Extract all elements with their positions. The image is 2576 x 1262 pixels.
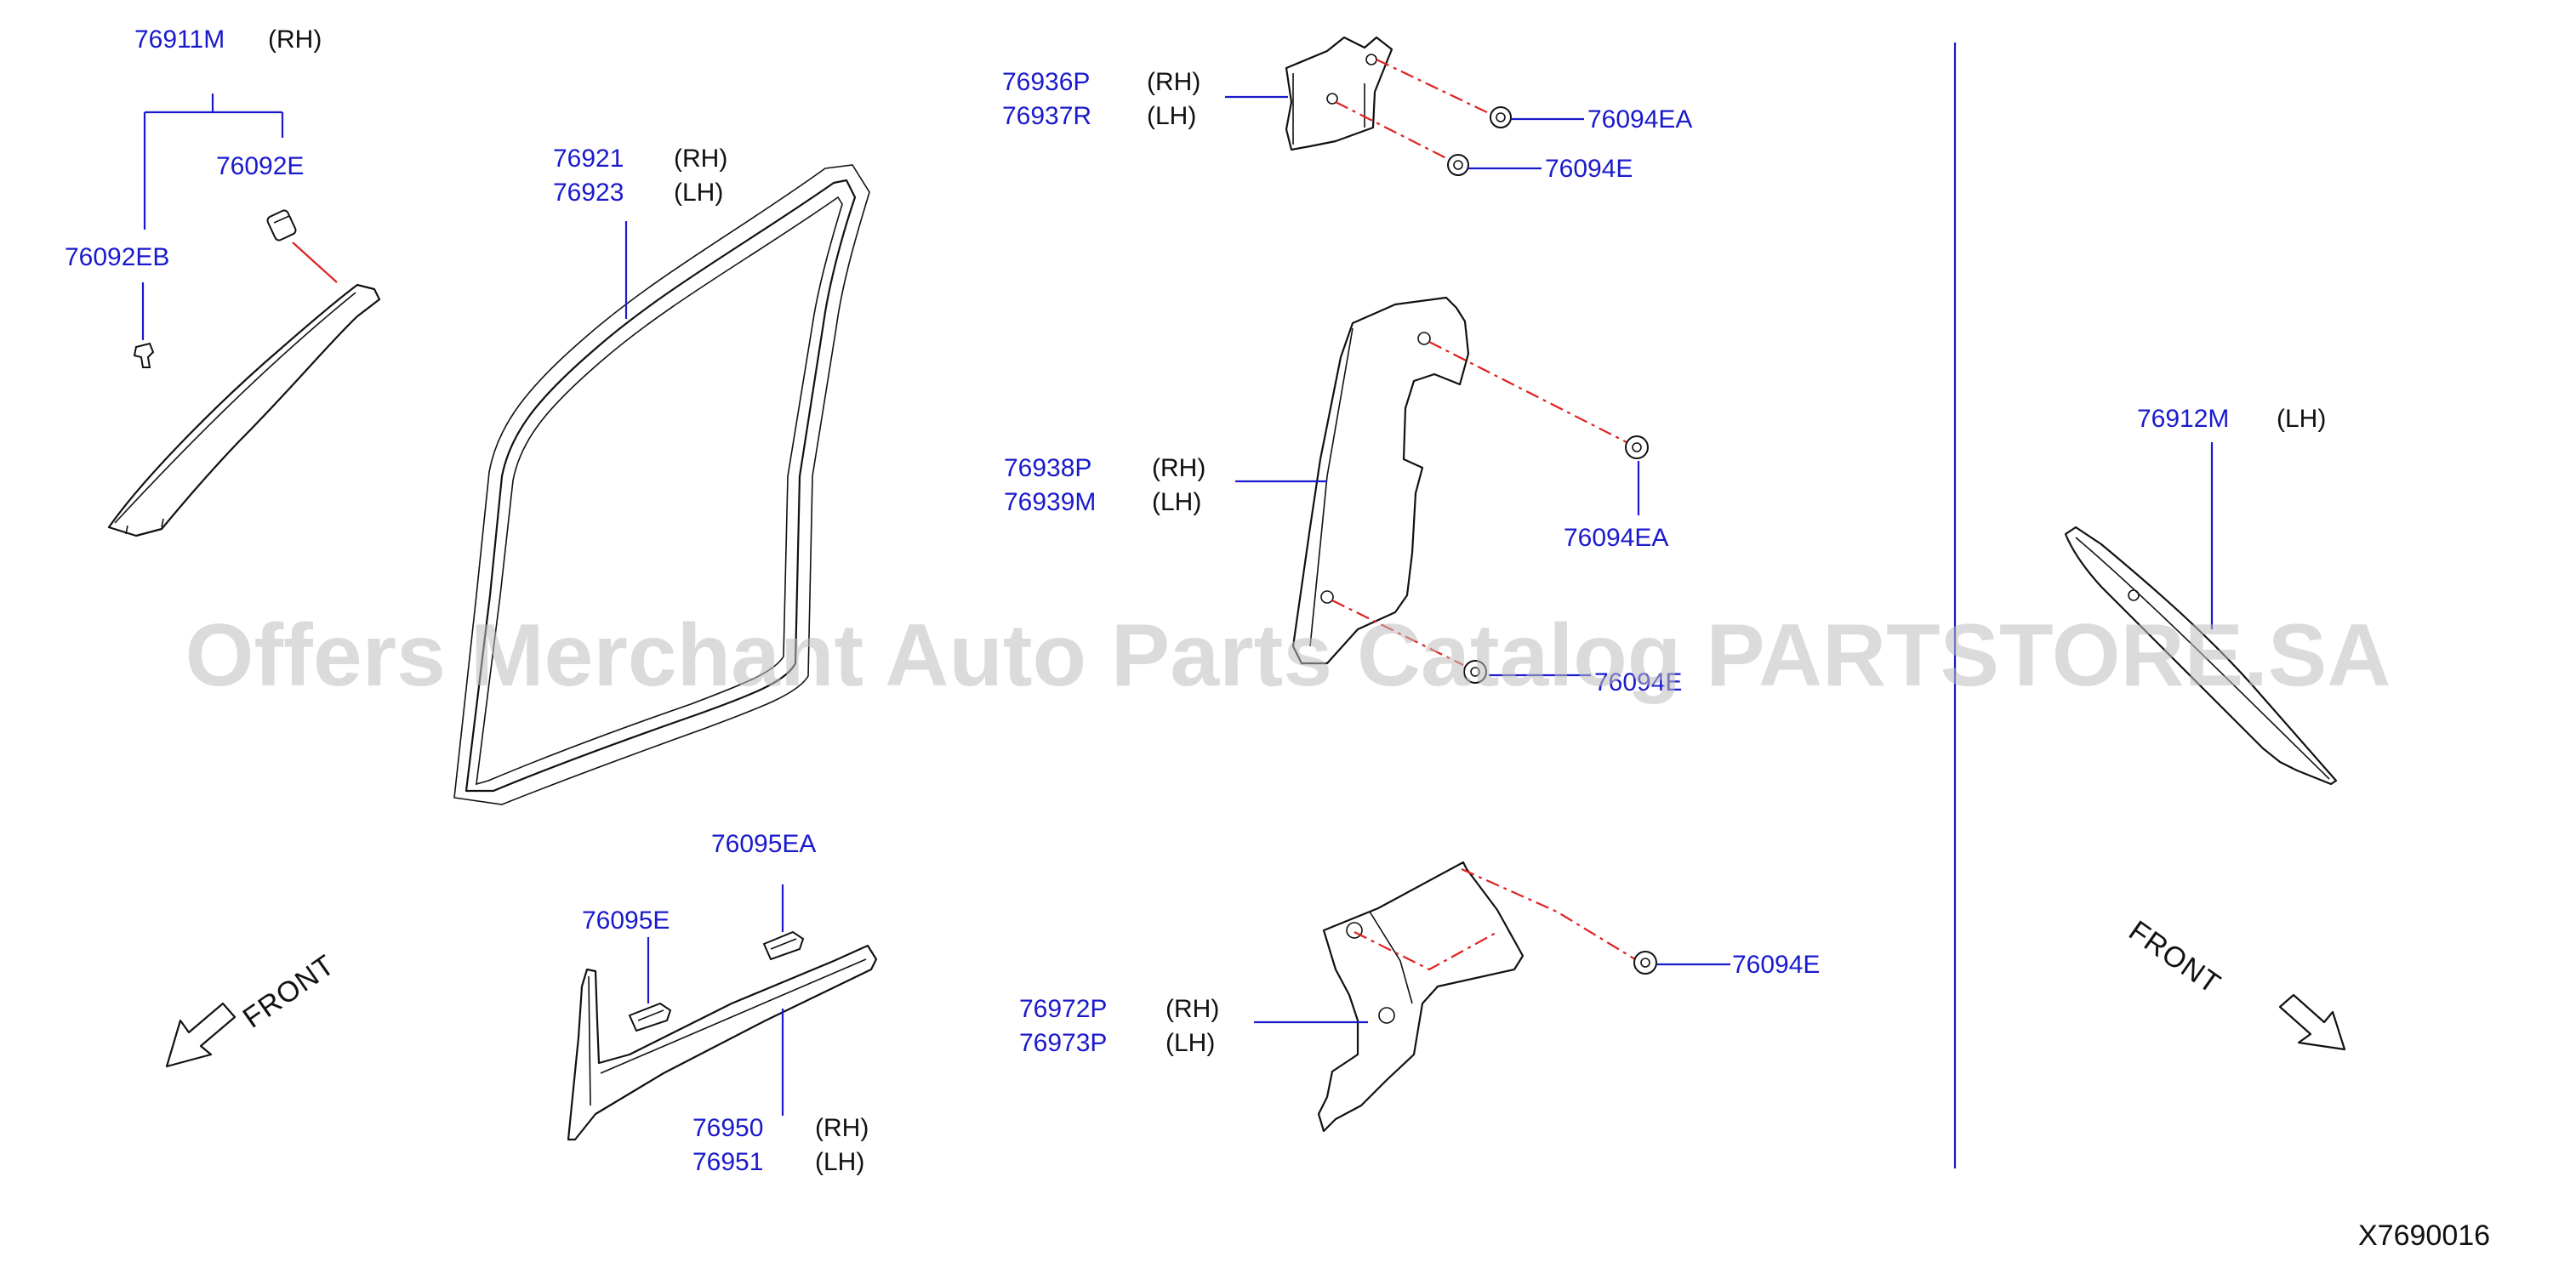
front-arrow-right-icon — [2278, 993, 2346, 1051]
label-76911m-side: (RH) — [268, 26, 322, 54]
label-76094ea-mid: 76094EA — [1564, 524, 1668, 552]
clip-76094e-bottom[interactable] — [1633, 951, 1657, 975]
label-76921: 76921 — [553, 145, 624, 173]
label-76095ea: 76095EA — [711, 830, 816, 858]
label-76973p: 76973P — [1019, 1029, 1107, 1057]
label-76921-side: (RH) — [674, 145, 727, 173]
label-76972p: 76972P — [1019, 995, 1107, 1023]
diagram-code: X7690016 — [2358, 1219, 2490, 1252]
label-76094ea-top: 76094EA — [1587, 105, 1692, 134]
label-76939m: 76939M — [1004, 488, 1096, 516]
label-76912m: 76912M — [2137, 405, 2229, 433]
label-76923-side: (LH) — [674, 179, 723, 207]
label-76951: 76951 — [692, 1148, 763, 1176]
label-76095e: 76095E — [582, 907, 670, 935]
label-76923: 76923 — [553, 179, 624, 207]
label-76094e-mid: 76094E — [1594, 668, 1682, 696]
label-76936p: 76936P — [1002, 68, 1090, 96]
label-76938p: 76938P — [1004, 454, 1091, 482]
clip-76092eb[interactable] — [133, 342, 155, 368]
label-76094e-top: 76094E — [1545, 155, 1633, 183]
door-weatherstrip[interactable] — [453, 164, 870, 805]
clip-76095ea[interactable] — [762, 930, 805, 961]
front-arrow-left-icon — [165, 1002, 237, 1068]
label-76094e-bottom: 76094E — [1732, 951, 1820, 979]
label-76938p-side: (RH) — [1152, 454, 1205, 482]
front-label-right: FRONT — [2123, 914, 2226, 1000]
clip-76094e-top[interactable] — [1447, 154, 1469, 176]
label-76936p-side: (RH) — [1147, 68, 1200, 96]
a-pillar-garnish-lh[interactable] — [2064, 526, 2338, 786]
clip-76095e[interactable] — [628, 1002, 672, 1032]
label-76937r-side: (LH) — [1147, 102, 1196, 130]
clip-76094ea-top[interactable] — [1490, 106, 1512, 128]
center-pillar-trim-76938p[interactable] — [1291, 296, 1470, 665]
label-76950: 76950 — [692, 1114, 763, 1142]
label-76092e: 76092E — [216, 152, 304, 180]
label-76937r: 76937R — [1002, 102, 1091, 130]
clip-76092e[interactable] — [266, 209, 297, 242]
clip-76094ea-mid[interactable] — [1625, 435, 1649, 459]
label-76939m-side: (LH) — [1152, 488, 1201, 516]
upper-trim-76936p[interactable] — [1285, 36, 1393, 151]
label-76950-side: (RH) — [815, 1114, 869, 1142]
label-76973p-side: (LH) — [1165, 1029, 1215, 1057]
label-76951-side: (LH) — [815, 1148, 864, 1176]
clip-76094e-mid[interactable] — [1463, 660, 1487, 684]
label-76092eb: 76092EB — [65, 243, 169, 271]
watermark-text: Offers Merchant Auto Parts Catalog PARTS… — [185, 606, 2391, 705]
a-pillar-garnish[interactable] — [107, 283, 381, 537]
label-76911m: 76911M — [134, 26, 225, 54]
kicking-plate-76950[interactable] — [567, 944, 878, 1141]
label-76912m-side: (LH) — [2277, 405, 2326, 433]
lower-trim-76972p[interactable] — [1317, 861, 1525, 1133]
front-label-left: FRONT — [237, 948, 341, 1034]
label-76972p-side: (RH) — [1165, 995, 1219, 1023]
